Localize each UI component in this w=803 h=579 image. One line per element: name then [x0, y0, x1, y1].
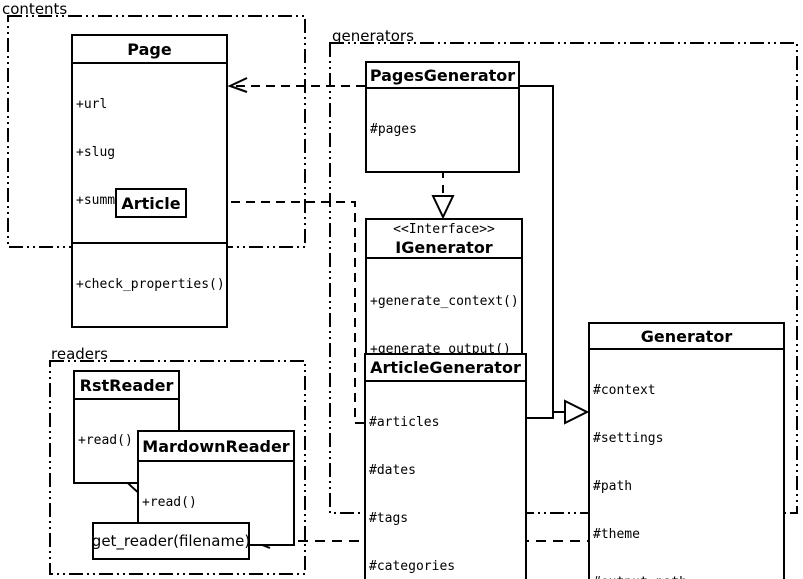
attribute: #dates [369, 463, 416, 478]
attribute: #articles [369, 415, 440, 430]
method: +check_properties() [76, 277, 225, 292]
class-generator: Generator #context #settings #path #them… [588, 322, 785, 579]
class-mardownreader-title: MardownReader [142, 436, 290, 456]
package-generators-border [329, 42, 798, 514]
class-generator-title: Generator [640, 326, 733, 346]
class-page-methods: +check_properties() [73, 242, 226, 326]
method: +read() [78, 433, 133, 448]
attribute: #tags [369, 511, 409, 526]
class-rstreader-title: RstReader [79, 375, 174, 395]
package-label-contents: contents [2, 0, 68, 18]
dependency-pagesgenerator-to-page [227, 77, 365, 93]
attribute: #categories [369, 559, 456, 574]
attribute: #context [593, 383, 656, 398]
class-articlegenerator-attributes: #articles #dates #tags #categories [366, 380, 525, 579]
class-page: Page +url +slug +summary +check_properti… [71, 34, 228, 328]
class-articlegenerator-title: ArticleGenerator [370, 358, 521, 377]
method: +read() [142, 495, 197, 510]
class-pagesgenerator-attributes: #pages [367, 87, 518, 171]
package-label-generators: generators [332, 27, 414, 45]
class-page-title: Page [127, 39, 172, 59]
attribute: #output_path [593, 575, 780, 579]
attribute: #path [593, 479, 633, 494]
box-get-reader: get_reader(filename) [92, 522, 250, 560]
class-pagesgenerator-title: PagesGenerator [369, 65, 516, 85]
attribute: #pages [370, 122, 417, 137]
get-reader-label: get_reader(filename) [91, 532, 251, 550]
package-contents-border [7, 15, 306, 248]
method: +generate_context() [370, 294, 519, 309]
package-label-readers: readers [51, 345, 108, 363]
class-mardownreader-methods: +read() [139, 460, 293, 544]
attribute: +slug [76, 145, 116, 160]
class-article-title: Article [121, 193, 181, 213]
class-igenerator-stereotype: <<Interface>> [393, 222, 495, 237]
class-pagesgenerator: PagesGenerator #pages [365, 61, 520, 173]
class-igenerator-title: IGenerator [395, 237, 493, 257]
realization-pagesgenerator-to-igenerator [431, 110, 455, 220]
package-readers-border [49, 360, 306, 575]
attribute: +url [76, 97, 108, 112]
attribute: #theme [593, 527, 640, 542]
attribute: #settings [593, 431, 664, 446]
generalization-to-generator [520, 85, 590, 425]
class-generator-attributes: #context #settings #path #theme #output_… [590, 348, 783, 579]
class-article: Article [115, 188, 187, 218]
class-rstreader-methods: +read() [75, 398, 178, 482]
class-articlegenerator: ArticleGenerator #articles #dates #tags … [364, 353, 527, 579]
